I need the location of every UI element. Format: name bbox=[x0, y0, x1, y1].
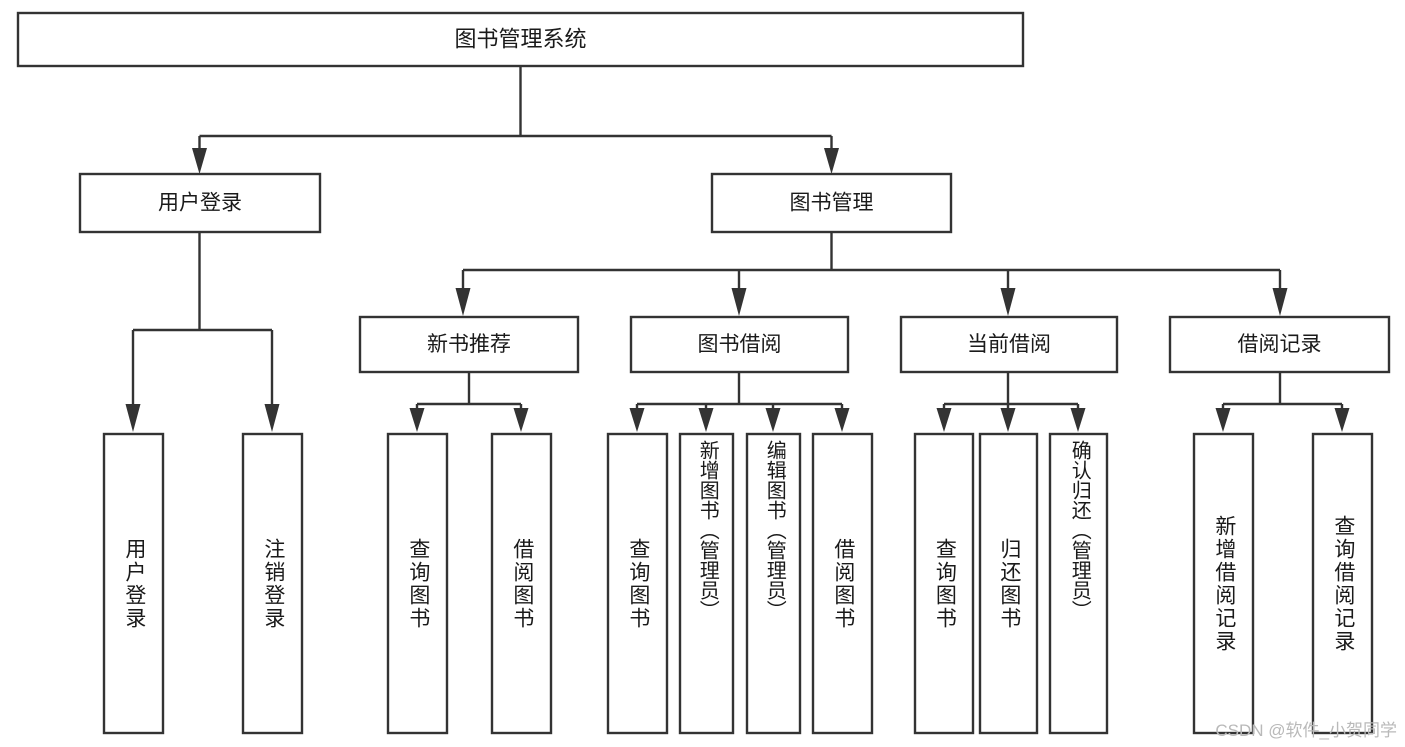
node-leaf-add-borrow-record[interactable] bbox=[1192, 432, 1255, 735]
node-current-borrow[interactable] bbox=[899, 315, 1119, 374]
node-leaf-query-book-2[interactable] bbox=[606, 432, 669, 735]
node-leaf-logout-login[interactable] bbox=[241, 432, 304, 735]
arrow-book-borrow-leaf-4 bbox=[834, 408, 850, 432]
arrow-book-borrow-leaf-3 bbox=[765, 408, 781, 432]
arrow-book-manage-child-1 bbox=[455, 288, 471, 316]
connector-group-new-book-recommend bbox=[409, 372, 529, 432]
node-leaf-edit-book-admin[interactable] bbox=[745, 432, 802, 735]
node-leaf-confirm-return-admin[interactable] bbox=[1048, 432, 1109, 735]
node-book-borrow-label: 图书借阅 bbox=[698, 333, 782, 356]
node-leaf-user-login[interactable] bbox=[102, 432, 165, 735]
connector-group-user-login bbox=[125, 232, 280, 432]
node-root-book-management-system[interactable] bbox=[16, 11, 1025, 68]
node-new-book-recommend-label: 新书推荐 bbox=[427, 333, 511, 356]
arrow-book-manage-child-2 bbox=[731, 288, 747, 316]
connector-group-current-borrow bbox=[936, 372, 1086, 432]
node-leaf-query-borrow-record[interactable] bbox=[1311, 432, 1374, 735]
node-book-borrow[interactable] bbox=[629, 315, 850, 374]
node-book-manage-label: 图书管理 bbox=[790, 192, 874, 215]
node-user-login-label: 用户登录 bbox=[158, 192, 242, 215]
node-borrow-record[interactable] bbox=[1168, 315, 1391, 374]
arrow-borrow-record-leaf-2 bbox=[1334, 408, 1350, 432]
node-leaf-borrow-book-1[interactable] bbox=[490, 432, 553, 735]
arrow-current-borrow-leaf-1 bbox=[936, 408, 952, 432]
node-leaf-borrow-book-2[interactable] bbox=[811, 432, 874, 735]
arrow-book-borrow-leaf-1 bbox=[629, 408, 645, 432]
arrow-book-manage-child-4 bbox=[1272, 288, 1288, 316]
arrow-new-book-leaf-1 bbox=[409, 408, 425, 432]
arrow-user-login-leaf-1 bbox=[125, 404, 141, 432]
arrow-borrow-record-leaf-1 bbox=[1215, 408, 1231, 432]
connector-group-borrow-record bbox=[1215, 372, 1350, 432]
connector-group-book-borrow bbox=[629, 372, 850, 432]
node-root-label: 图书管理系统 bbox=[454, 26, 586, 51]
arrow-book-manage-child-3 bbox=[1000, 288, 1016, 316]
node-new-book-recommend[interactable] bbox=[358, 315, 580, 374]
arrow-book-borrow-leaf-2 bbox=[698, 408, 714, 432]
node-book-manage[interactable] bbox=[710, 172, 953, 234]
arrow-root-to-user-login bbox=[192, 148, 207, 174]
node-leaf-query-book-1[interactable] bbox=[386, 432, 449, 735]
node-borrow-record-label: 借阅记录 bbox=[1238, 333, 1322, 356]
arrow-current-borrow-leaf-3 bbox=[1070, 408, 1086, 432]
node-leaf-add-book-admin[interactable] bbox=[678, 432, 735, 735]
node-user-login[interactable] bbox=[78, 172, 322, 234]
arrow-new-book-leaf-2 bbox=[513, 408, 529, 432]
node-leaf-query-book-3[interactable] bbox=[913, 432, 975, 735]
node-leaf-return-book[interactable] bbox=[978, 432, 1039, 735]
node-current-borrow-label: 当前借阅 bbox=[967, 333, 1051, 356]
arrow-current-borrow-leaf-2 bbox=[1000, 408, 1016, 432]
arrow-user-login-leaf-2 bbox=[264, 404, 280, 432]
arrow-root-to-book-manage bbox=[824, 148, 839, 174]
connector-group-root bbox=[192, 66, 839, 174]
connector-group-book-manage bbox=[455, 232, 1288, 316]
